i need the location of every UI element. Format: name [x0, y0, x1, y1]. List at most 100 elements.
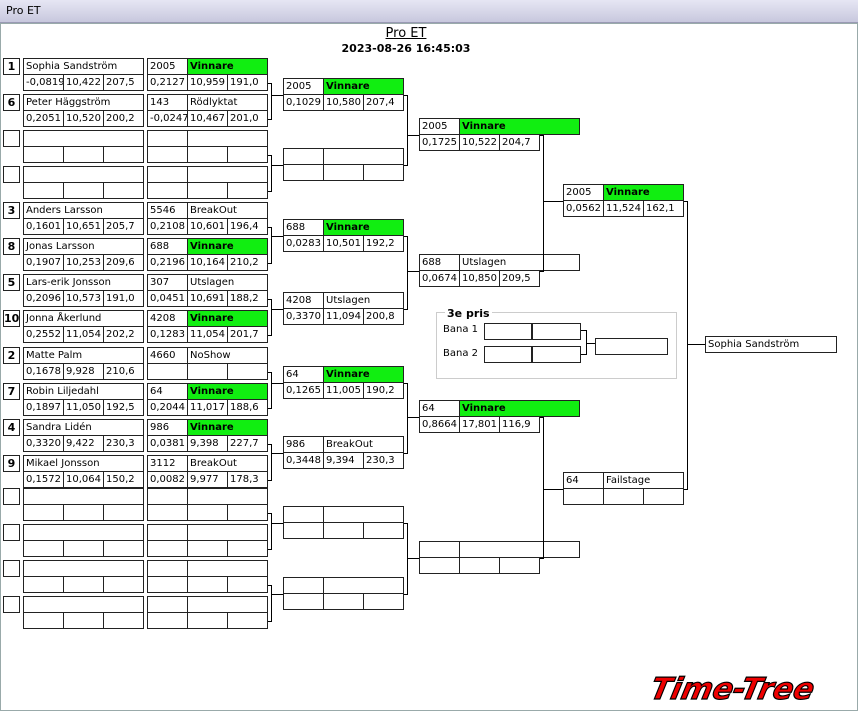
seed-number: 5 — [3, 274, 20, 291]
driver-name[interactable]: Jonas Larsson — [23, 238, 144, 255]
speed: 210,6 — [103, 363, 144, 380]
driver-name[interactable] — [23, 488, 144, 505]
car-number: 688 — [283, 219, 324, 236]
third-place-winner — [595, 338, 668, 355]
bracket-connector — [407, 383, 408, 454]
bracket-connector — [540, 558, 544, 559]
reaction-time: 0,1283 — [147, 326, 188, 343]
reaction-time — [23, 182, 64, 199]
bracket-connector — [271, 95, 283, 96]
driver-name[interactable] — [23, 524, 144, 541]
speed — [103, 182, 144, 199]
reaction-time — [283, 522, 324, 539]
speed — [103, 576, 144, 593]
car-number — [147, 130, 188, 147]
elapsed-time: 10,522 — [459, 134, 500, 151]
speed: 201,7 — [227, 326, 268, 343]
car-number: 2005 — [419, 118, 460, 135]
driver-name[interactable] — [23, 596, 144, 613]
speed — [103, 612, 144, 629]
elapsed-time: 10,580 — [323, 94, 364, 111]
speed: 209,5 — [499, 270, 540, 287]
elapsed-time: 10,422 — [63, 74, 104, 91]
bracket-connector — [404, 453, 408, 454]
driver-name[interactable]: Peter Häggström — [23, 94, 144, 111]
speed: 116,9 — [499, 416, 540, 433]
lane1-input[interactable] — [484, 323, 532, 340]
speed: 204,7 — [499, 134, 540, 151]
car-number: 3112 — [147, 455, 188, 472]
bracket-connector — [271, 299, 272, 336]
bracket-connector — [271, 444, 272, 481]
driver-name[interactable] — [23, 130, 144, 147]
driver-name[interactable]: Mikael Jonsson — [23, 455, 144, 472]
reaction-time — [23, 146, 64, 163]
elapsed-time: 10,959 — [187, 74, 228, 91]
seed-number: 8 — [3, 238, 20, 255]
race-status — [187, 560, 268, 577]
bracket-connector — [268, 549, 272, 550]
driver-name[interactable]: Sandra Lidén — [23, 419, 144, 436]
speed: 192,2 — [363, 235, 404, 252]
bracket-connector — [404, 523, 408, 524]
elapsed-time: 10,501 — [323, 235, 364, 252]
elapsed-time: 10,691 — [187, 290, 228, 307]
seed-number: 9 — [3, 455, 20, 472]
race-status: BreakOut — [323, 436, 404, 453]
reaction-time — [563, 488, 604, 505]
reaction-time — [23, 612, 64, 629]
car-number: 64 — [147, 383, 188, 400]
speed — [227, 146, 268, 163]
bracket-connector — [268, 372, 272, 373]
speed: 191,0 — [227, 74, 268, 91]
driver-name[interactable]: Robin Liljedahl — [23, 383, 144, 400]
race-status — [187, 524, 268, 541]
reaction-time: 0,0381 — [147, 435, 188, 452]
bracket-connector — [271, 372, 272, 409]
speed: 200,8 — [363, 308, 404, 325]
speed: 207,4 — [363, 94, 404, 111]
bracket-connector — [271, 585, 272, 622]
elapsed-time — [63, 576, 104, 593]
reaction-time: 0,2051 — [23, 110, 64, 127]
bracket-connector — [268, 585, 272, 586]
svg-text:Time-Tree: Time-Tree — [647, 673, 817, 705]
reaction-time: -0,0819 — [23, 74, 64, 91]
driver-name[interactable]: Sophia Sandström — [23, 58, 144, 75]
elapsed-time — [603, 488, 644, 505]
reaction-time: 0,0082 — [147, 471, 188, 488]
driver-name[interactable]: Matte Palm — [23, 347, 144, 364]
bracket-connector — [540, 417, 544, 418]
lane2-input[interactable] — [484, 346, 532, 363]
race-status — [187, 488, 268, 505]
speed: 162,1 — [643, 200, 684, 217]
elapsed-time: 10,651 — [63, 218, 104, 235]
car-number — [147, 596, 188, 613]
bracket-connector — [543, 489, 563, 490]
reaction-time: 0,1678 — [23, 363, 64, 380]
driver-name[interactable]: Anders Larsson — [23, 202, 144, 219]
bracket-connector — [407, 135, 419, 136]
driver-name[interactable]: Lars-erik Jonsson — [23, 274, 144, 291]
race-status — [187, 166, 268, 183]
reaction-time: 0,2044 — [147, 399, 188, 416]
driver-name[interactable]: Jonna Åkerlund — [23, 310, 144, 327]
third-place-panel: 3e pris Bana 1 Bana 2 — [436, 307, 677, 379]
reaction-time — [23, 540, 64, 557]
bracket-connector — [268, 480, 272, 481]
reaction-time: 0,1601 — [23, 218, 64, 235]
elapsed-time: 10,601 — [187, 218, 228, 235]
reaction-time: 0,2096 — [23, 290, 64, 307]
reaction-time: 0,3370 — [283, 308, 324, 325]
race-status — [323, 577, 404, 594]
reaction-time — [147, 504, 188, 521]
driver-name[interactable] — [23, 560, 144, 577]
elapsed-time — [187, 540, 228, 557]
elapsed-time: 9,977 — [187, 471, 228, 488]
car-number: 2005 — [283, 78, 324, 95]
lane1-result — [532, 323, 581, 340]
speed — [227, 182, 268, 199]
seed-number: 1 — [3, 58, 20, 75]
time-tree-logo: Time-Tree — [647, 673, 819, 705]
driver-name[interactable] — [23, 166, 144, 183]
